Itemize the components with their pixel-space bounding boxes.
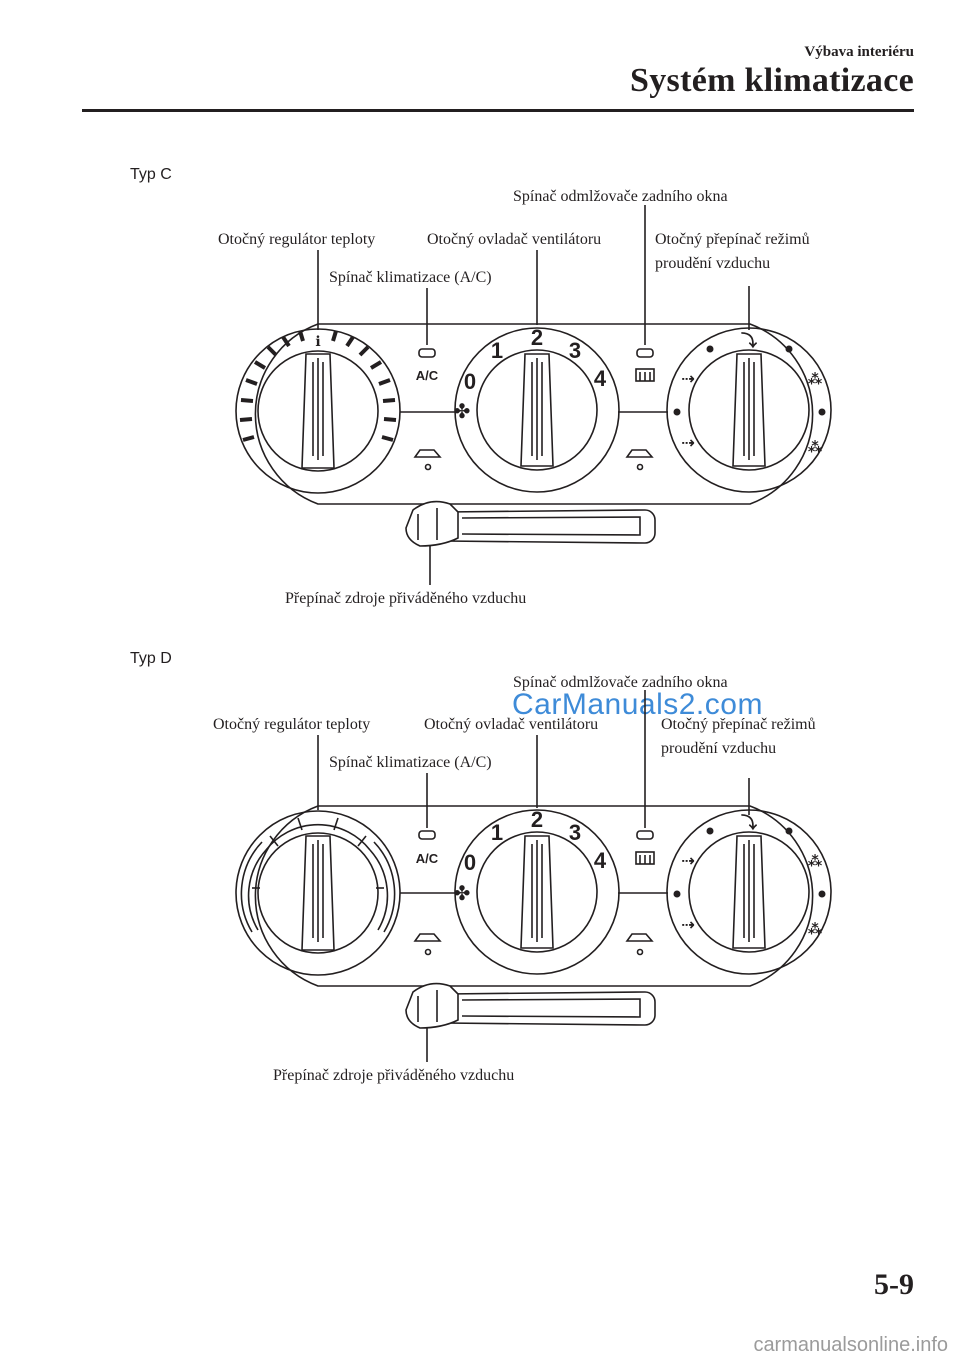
temperature-scale — [239, 330, 397, 442]
fan-icon: ✤ — [454, 401, 471, 423]
page-number: 5-9 — [874, 1268, 914, 1301]
floor-vent-icon: ⤵ — [741, 331, 758, 350]
fan-speed-3: 3 — [569, 820, 581, 845]
face-vent-icon: ⇢ — [681, 853, 694, 870]
bilevel-vent-icon: ⇢ — [681, 435, 694, 452]
fan-speed-1: 1 — [491, 820, 503, 845]
type-c-label: Typ C — [130, 166, 172, 183]
thermometer-icon: ℹ — [315, 333, 320, 349]
ac-text: A/C — [416, 851, 439, 866]
fan-speed-4: 4 — [594, 366, 607, 391]
header-rule — [82, 109, 914, 112]
mode-dial-label-line2: proudění vzduchu — [661, 740, 777, 757]
fan-dial-label: Otočný ovladač ventilátoru — [427, 231, 602, 248]
type-d-label: Typ D — [130, 650, 172, 667]
temp-dial-label: Otočný regulátor teploty — [218, 231, 376, 248]
floor-defrost-icon: ⁂ — [808, 371, 823, 387]
mode-dial-label: Otočný přepínač režimů — [661, 716, 816, 733]
fan-speed-2: 2 — [531, 807, 543, 832]
fan-speed-3: 3 — [569, 338, 581, 363]
fan-speed-1: 1 — [491, 338, 503, 363]
fan-dial-label: Otočný ovladač ventilátoru — [424, 716, 599, 733]
rear-defogger-label: Spínač odmlžovače zadního okna — [513, 674, 728, 691]
footer-url: carmanualsonline.info — [753, 1334, 948, 1356]
face-vent-icon: ⇢ — [681, 371, 694, 388]
fan-speed-0: 0 — [464, 369, 476, 394]
windshield-defrost-icon: ⁂ — [808, 921, 823, 937]
air-intake-label: Přepínač zdroje přiváděného vzduchu — [273, 1067, 515, 1084]
air-intake-label: Přepínač zdroje přiváděného vzduchu — [285, 590, 527, 607]
rear-defogger-label: Spínač odmlžovače zadního okna — [513, 188, 728, 205]
mode-dial-label: Otočný přepínač režimů — [655, 231, 810, 248]
ac-switch-label: Spínač klimatizace (A/C) — [329, 754, 492, 771]
ac-text: A/C — [416, 368, 439, 383]
page-title: Systém klimatizace — [630, 62, 914, 99]
fan-icon: ✤ — [454, 883, 471, 905]
section-title: Výbava interiéru — [804, 44, 914, 60]
floor-vent-icon: ⤵ — [741, 813, 758, 832]
floor-defrost-icon: ⁂ — [808, 853, 823, 869]
windshield-defrost-icon: ⁂ — [808, 439, 823, 455]
bilevel-vent-icon: ⇢ — [681, 917, 694, 934]
watermark: CarManuals2.com — [512, 688, 763, 721]
fan-speed-0: 0 — [464, 850, 476, 875]
mode-dial-label-line2: proudění vzduchu — [655, 255, 771, 272]
temp-dial-label: Otočný regulátor teploty — [213, 716, 371, 733]
fan-speed-2: 2 — [531, 325, 543, 350]
ac-switch-label: Spínač klimatizace (A/C) — [329, 269, 492, 286]
fan-speed-4: 4 — [594, 848, 607, 873]
